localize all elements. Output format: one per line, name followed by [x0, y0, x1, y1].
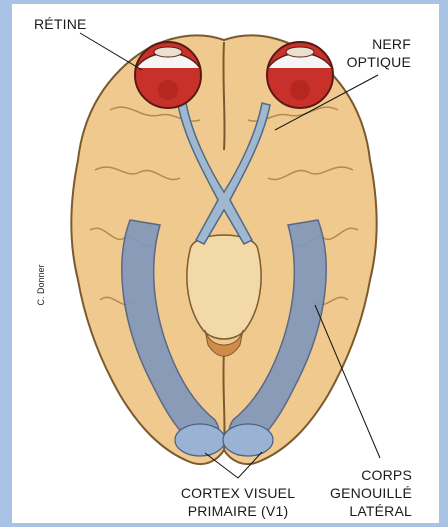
right-eye	[267, 42, 333, 108]
label-lgn-3: LATÉRAL	[349, 503, 412, 519]
label-retina: RÉTINE	[34, 16, 87, 32]
label-lgn-2: GENOUILLÉ	[330, 485, 412, 501]
right-v1	[223, 424, 273, 456]
left-v1	[175, 424, 225, 456]
label-optic-nerve-1: NERF	[372, 36, 411, 52]
left-eye	[135, 42, 201, 108]
label-visual-cortex-1: CORTEX VISUEL	[181, 485, 295, 501]
label-optic-nerve-2: OPTIQUE	[347, 54, 411, 70]
brainstem	[187, 235, 261, 339]
credit-text: C. Donner	[36, 264, 46, 305]
label-visual-cortex-2: PRIMAIRE (V1)	[188, 503, 289, 519]
label-lgn-1: CORPS	[361, 467, 412, 483]
